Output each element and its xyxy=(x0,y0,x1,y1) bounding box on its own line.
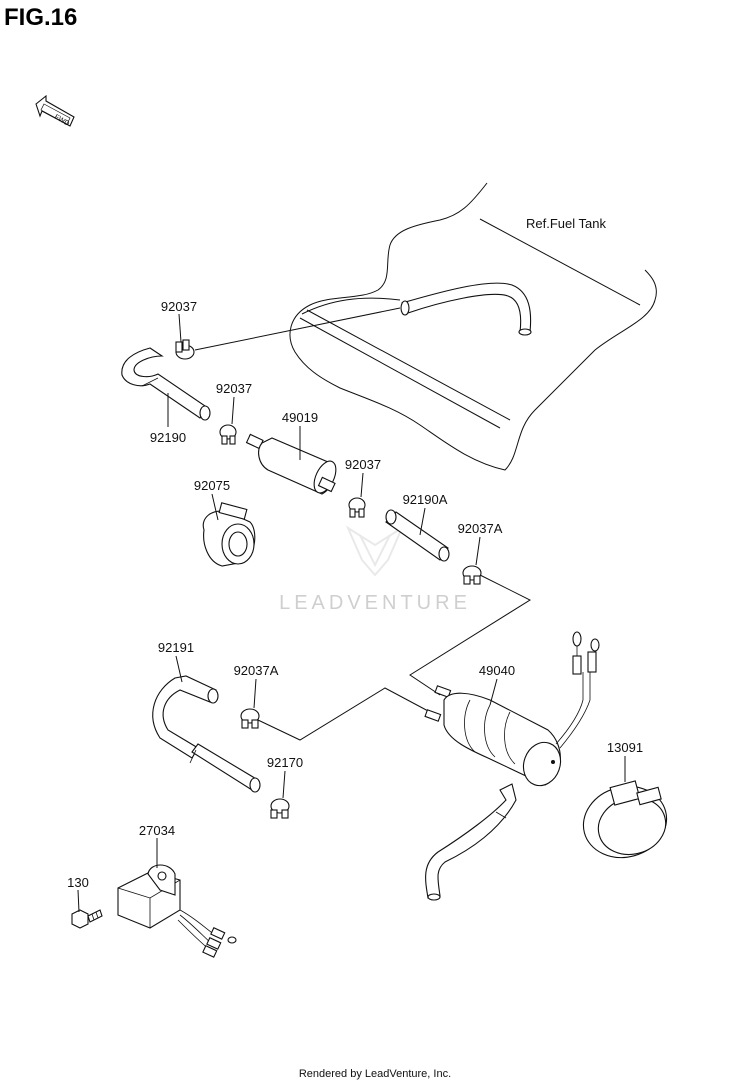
label-92191: 92191 xyxy=(158,640,194,655)
label-92170: 92170 xyxy=(267,755,303,770)
leader-92191 xyxy=(175,655,183,683)
label-92075: 92075 xyxy=(194,478,230,493)
clamp-92170 xyxy=(270,798,290,819)
label-49040: 49040 xyxy=(479,663,515,678)
fuel-pump-49040 xyxy=(424,631,600,901)
connection-line-pump-outlet xyxy=(257,687,431,741)
fwd-arrow-icon: FWD xyxy=(35,94,75,128)
leader-92037-a xyxy=(178,313,182,343)
label-92037A-a: 92037A xyxy=(458,521,503,536)
figure-title: FIG.16 xyxy=(4,4,78,31)
bolt-130 xyxy=(71,909,103,929)
hose-92190 xyxy=(121,347,211,421)
label-92037-c: 92037 xyxy=(345,457,381,472)
leader-49040 xyxy=(489,678,498,706)
footer-credit: Rendered by LeadVenture, Inc. xyxy=(298,1068,452,1080)
label-92037-a: 92037 xyxy=(161,299,197,314)
label-130: 130 xyxy=(67,875,89,890)
leader-92037A-a xyxy=(475,536,481,566)
leader-92190A xyxy=(419,507,426,536)
hose-92190A xyxy=(385,509,450,562)
leader-ref-fuel-tank xyxy=(479,218,641,306)
label-13091: 13091 xyxy=(607,740,643,755)
connection-line-pump-inlet xyxy=(409,574,532,696)
leader-92037-c xyxy=(360,472,364,498)
band-13091 xyxy=(582,780,668,859)
label-49019: 49019 xyxy=(282,410,318,425)
clamp-92037A-b xyxy=(240,708,260,729)
watermark-text: LEADVENTURE xyxy=(279,592,471,614)
holder-92075 xyxy=(202,502,256,567)
clamp-92037A-a xyxy=(462,565,482,585)
hose-92191 xyxy=(152,675,261,793)
leader-130 xyxy=(77,889,80,913)
connection-line-tank xyxy=(194,307,401,351)
leader-92037A-b xyxy=(253,678,257,709)
label-92190A: 92190A xyxy=(403,492,448,507)
relay-27034 xyxy=(117,864,237,958)
leader-92075 xyxy=(211,493,219,521)
label-27034: 27034 xyxy=(139,823,175,838)
label-92190: 92190 xyxy=(150,430,186,445)
leader-92170 xyxy=(282,770,286,799)
clamp-92037-b xyxy=(219,424,237,445)
fuel-filter-49019 xyxy=(245,433,337,495)
watermark-logo xyxy=(345,525,405,577)
clamp-92037-a xyxy=(175,339,195,360)
leader-92037-b xyxy=(231,396,235,425)
label-92037-b: 92037 xyxy=(216,381,252,396)
fuel-tank xyxy=(289,182,657,471)
label-92037A-b: 92037A xyxy=(234,663,279,678)
clamp-92037-c xyxy=(348,497,366,518)
label-ref-fuel-tank: Ref.Fuel Tank xyxy=(526,216,606,231)
